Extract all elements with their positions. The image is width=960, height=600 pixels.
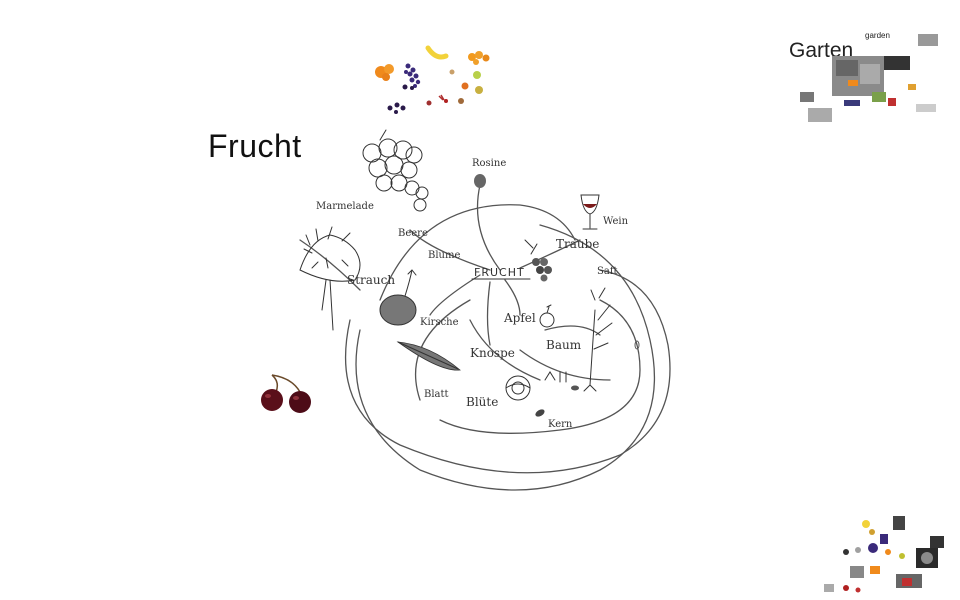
node-apfel: Apfel — [503, 311, 536, 325]
node-beere: Beere — [398, 228, 428, 239]
cherry-image — [261, 374, 311, 413]
node-saft: Saft — [597, 266, 618, 277]
grape-bunch-drawing — [524, 239, 552, 282]
blossom-drawing — [505, 375, 531, 401]
node-strauch: Strauch — [347, 273, 395, 287]
raisin-drawing — [474, 174, 486, 188]
node-blatt: Blatt — [424, 389, 449, 400]
node-knospe: Knospe — [470, 346, 515, 360]
node-rosine: Rosine — [472, 158, 506, 169]
seed-drawing — [535, 409, 545, 417]
fruit-overview-thumbnail[interactable] — [824, 516, 944, 593]
node-marmelade: Marmelade — [316, 201, 374, 212]
tree-drawing — [583, 287, 613, 392]
node-blume: Blume — [428, 250, 460, 261]
bush-drawing — [299, 226, 361, 331]
center-node-frucht: FRUCHT — [474, 266, 525, 279]
bud-drawing — [544, 340, 640, 391]
apple-drawing — [539, 304, 555, 328]
page-title: Frucht — [208, 128, 302, 164]
node-baum: Baum — [546, 338, 582, 352]
node-bluete: Blüte — [466, 395, 498, 409]
node-wein: Wein — [603, 216, 629, 227]
node-kirsche: Kirsche — [420, 317, 459, 328]
grapes-drawing — [362, 129, 429, 212]
fruit-collage-icon — [375, 45, 490, 114]
wine-glass-drawing — [580, 194, 600, 230]
overview-garden-label: garden — [865, 31, 890, 40]
mindmap-overview-thumbnail[interactable]: Garten garden — [789, 31, 938, 122]
node-kern: Kern — [548, 419, 573, 430]
leaf-drawing — [396, 341, 461, 371]
node-traube: Traube — [556, 237, 599, 251]
cherry-drawing — [379, 269, 417, 326]
